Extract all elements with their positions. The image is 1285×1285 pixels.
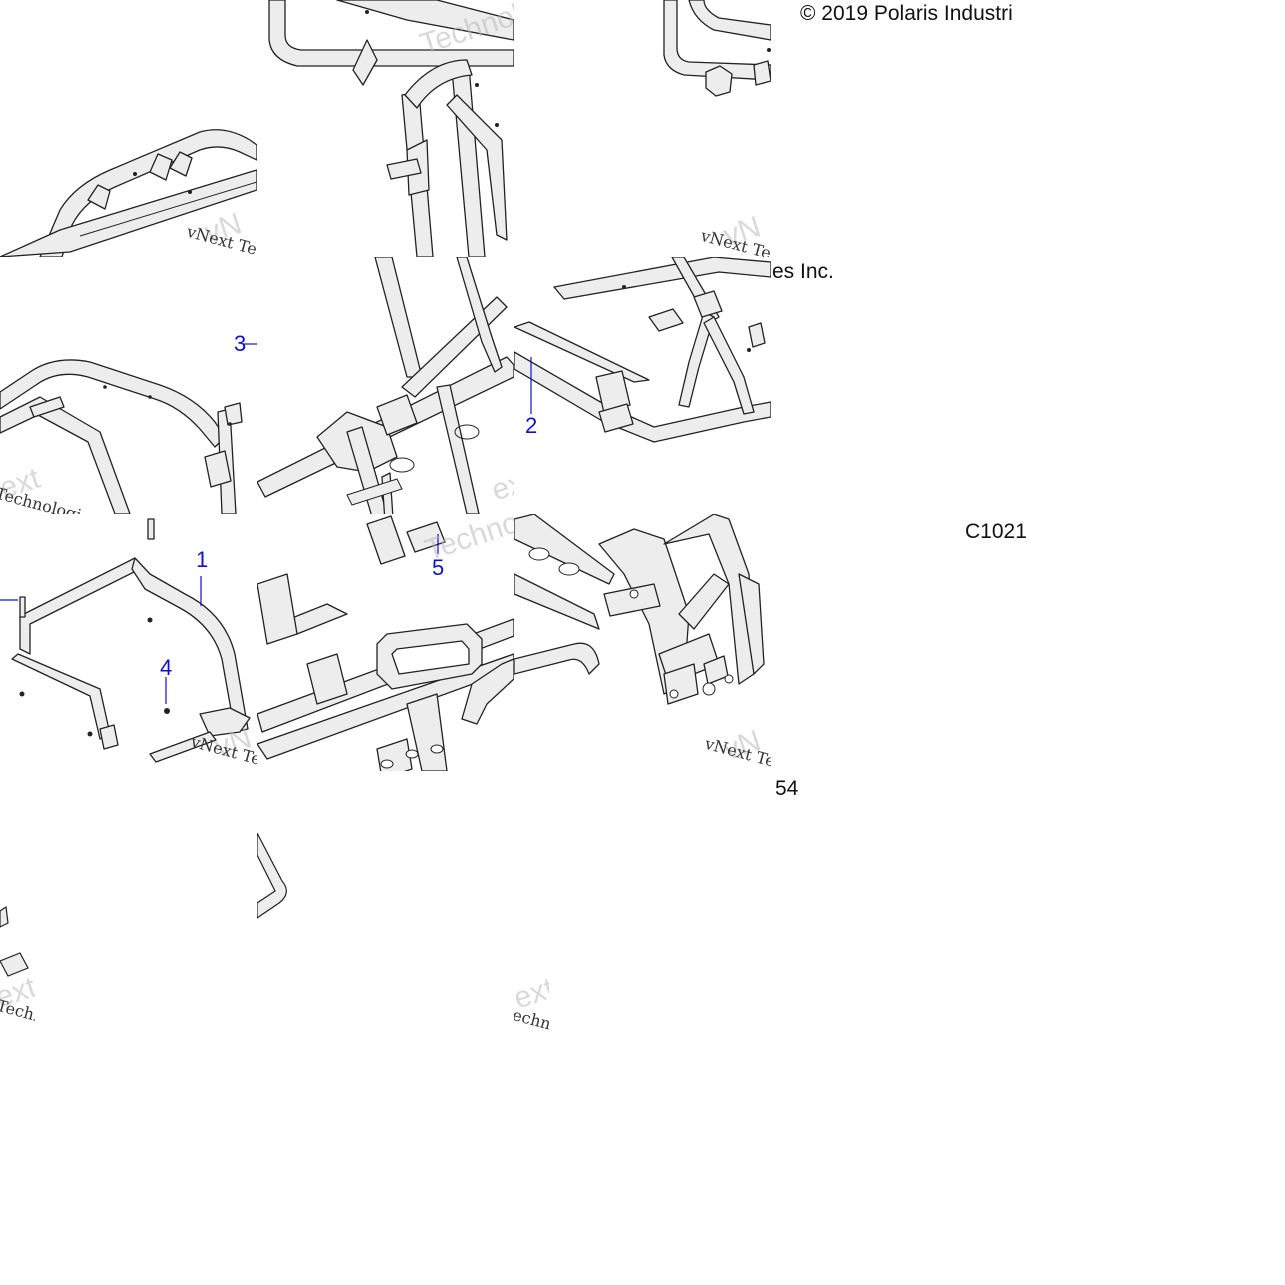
diagram-tile-r3c1: 1 4 vN vNext Tec bbox=[0, 514, 257, 771]
callout-3: 3 bbox=[234, 331, 247, 356]
callout-1: 1 bbox=[196, 547, 209, 572]
diagram-tile-r2c3: 2 Technologies bbox=[514, 257, 771, 514]
callout-4: 4 bbox=[160, 655, 173, 680]
diagram-tile-r3c3: vN vNext Tec bbox=[514, 514, 771, 771]
diagram-tile-r2c2: ext bbox=[257, 257, 514, 514]
diagram-tile-r3c2: 5 Technologies bbox=[257, 514, 514, 771]
diagram-tile-r1c1: vN vNext Tec bbox=[0, 0, 257, 257]
diagram-tile-r1c2: Technologies bbox=[257, 0, 514, 257]
diagram-tile-r4c3: ext echnc bbox=[514, 975, 549, 1030]
copyright-text: © 2019 Polaris Industri bbox=[800, 2, 1013, 25]
page-number: 54 bbox=[775, 777, 799, 800]
watermark-echnc: echnc bbox=[514, 1005, 549, 1030]
callout-2: 2 bbox=[525, 413, 538, 438]
diagram-tile-r4c1: ext Techno bbox=[0, 771, 35, 1028]
copyright-text-tail: es Inc. bbox=[772, 260, 834, 283]
drawing-code: C1021 bbox=[965, 520, 1027, 543]
diagram-tile-r4c2 bbox=[257, 833, 292, 933]
callout-5: 5 bbox=[432, 555, 445, 580]
diagram-tile-r2c1: 3 ext Technologies bbox=[0, 257, 257, 514]
diagram-tile-r1c3: vN vNext Tec bbox=[514, 0, 771, 257]
